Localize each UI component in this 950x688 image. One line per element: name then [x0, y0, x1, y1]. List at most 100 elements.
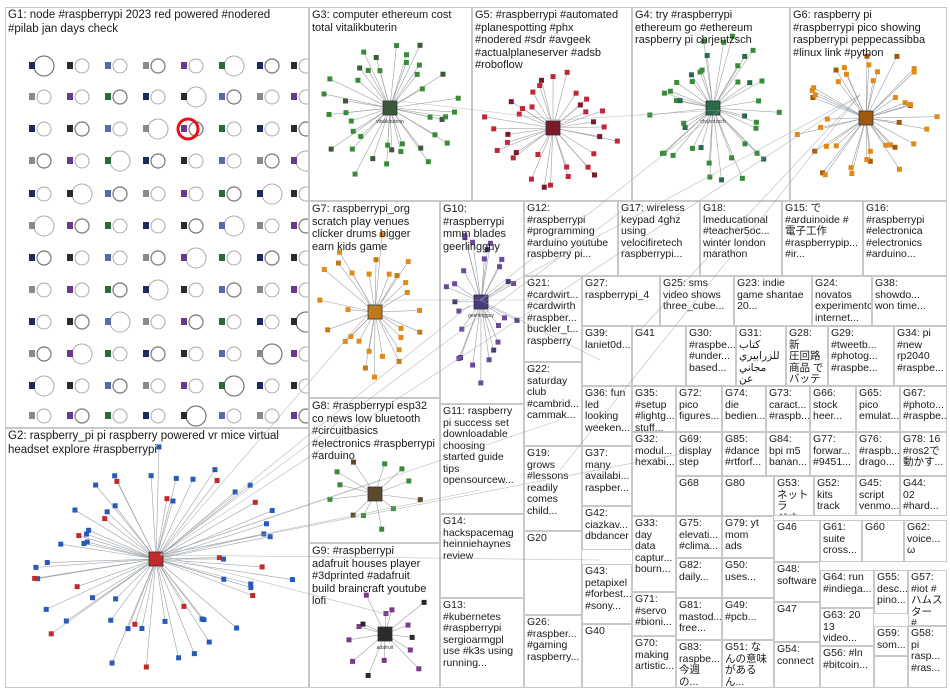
node — [443, 284, 449, 290]
edge — [815, 94, 867, 119]
g1-node — [71, 343, 93, 365]
node — [427, 114, 433, 120]
group-g1: G1: node #raspberrypi 2023 red powered #… — [5, 7, 309, 428]
node — [491, 347, 497, 353]
group-g22-label: G22: saturday club #cambrid... cammak... — [527, 363, 579, 421]
edge — [60, 543, 157, 560]
group-g55-label: G55: desc... pino... — [877, 571, 908, 606]
edge — [78, 535, 157, 560]
node — [812, 92, 818, 98]
group-g35-label: G35: #setup #lightg... stuff... — [635, 387, 675, 432]
g1-node — [261, 183, 283, 205]
g1-node-avatar — [67, 190, 73, 197]
group-g83: G83: raspbe... 今週の... — [676, 640, 722, 688]
hub-node — [382, 100, 398, 116]
g1-node — [223, 215, 245, 237]
node — [252, 499, 258, 505]
edge — [155, 479, 194, 560]
g1-node-avatar — [219, 254, 225, 261]
node — [754, 150, 760, 156]
group-g70: G70: making artistic... — [632, 636, 676, 688]
group-g25-label: G25: sms video shows three_cube... — [663, 277, 725, 312]
g1-node — [112, 346, 128, 362]
g1-node — [298, 282, 308, 298]
node — [896, 119, 902, 125]
node — [269, 508, 275, 514]
node — [833, 143, 839, 149]
node — [173, 475, 179, 481]
node — [113, 596, 119, 602]
edge — [86, 533, 157, 560]
edge — [111, 558, 157, 664]
group-g21-label: G21: #cardwirt... #cardwirth #raspber...… — [527, 277, 579, 347]
node — [911, 141, 917, 147]
g1-node-avatar — [181, 412, 187, 419]
group-g19: G19: grows #lessons readily comes child.… — [524, 446, 582, 531]
node — [761, 156, 767, 162]
node — [495, 339, 501, 345]
edge — [493, 127, 554, 130]
g3-network: vitalikbuterin — [321, 42, 461, 177]
group-g17: G17: wireless keypad 4ghz using velocifi… — [618, 201, 700, 276]
group-g71-label: G71: #servo #bioni... — [635, 593, 672, 628]
node — [377, 68, 383, 74]
g1-node-avatar — [181, 125, 187, 132]
node — [93, 482, 99, 488]
node — [505, 279, 511, 285]
g1-node-avatar — [291, 190, 297, 197]
group-g32-label: G32: modul... hexabi... — [635, 433, 675, 468]
node — [425, 159, 431, 165]
group-g9: adafruit G9: #raspberrypi adafruit house… — [309, 543, 440, 688]
node — [753, 119, 759, 125]
group-g8-label: G8: #raspberrypi esp32 co news low bluet… — [312, 400, 435, 462]
group-g61: G61: suite cross... — [820, 520, 862, 562]
g1-node — [298, 121, 308, 137]
edge — [155, 558, 210, 643]
node — [108, 617, 114, 623]
g1-node — [298, 58, 308, 74]
group-g3: vitalikbuterin G3: computer ethereum cos… — [309, 7, 472, 201]
group-g59-label: G59: som... — [877, 627, 906, 651]
node — [404, 52, 410, 58]
g1-node-avatar — [67, 93, 73, 100]
node — [35, 576, 41, 582]
node — [870, 78, 876, 84]
group-g81-label: G81: mastod... free... — [679, 599, 722, 634]
g1-node-avatar — [291, 318, 297, 325]
g1-node-avatar — [219, 190, 225, 197]
g1-node — [226, 153, 242, 169]
g1-node-avatar — [143, 254, 149, 261]
node — [456, 356, 462, 362]
g1-node-avatar — [291, 350, 297, 357]
node — [44, 560, 50, 566]
g1-node-avatar — [291, 254, 297, 261]
group-g31: G31: كتاب للزرابيري مجاني عن codingki... — [736, 326, 786, 386]
node — [739, 175, 745, 181]
hub-node — [148, 551, 164, 567]
edge — [323, 93, 391, 109]
node — [373, 257, 379, 263]
g1-node-avatar — [29, 190, 35, 197]
node — [577, 102, 583, 108]
edge — [134, 558, 157, 625]
group-g15: G15: で #arduinoide # 電子工作 #raspberrypip.… — [782, 201, 863, 276]
node — [348, 118, 354, 124]
node — [564, 164, 570, 170]
node — [404, 289, 410, 295]
group-g48-label: G48: software — [777, 563, 817, 587]
edge — [155, 558, 195, 654]
edge — [497, 127, 554, 151]
g1-node-avatar — [219, 382, 225, 389]
node — [614, 138, 620, 144]
group-g65-label: G65: pico emulat... — [859, 387, 900, 422]
edge — [850, 117, 867, 168]
node — [747, 80, 753, 86]
g1-node-avatar — [143, 125, 149, 132]
group-g60-label: G60 — [865, 521, 885, 533]
node — [352, 171, 358, 177]
node — [346, 637, 352, 643]
node — [416, 62, 422, 68]
g1-node — [33, 215, 55, 237]
node — [112, 503, 118, 509]
g1-node — [109, 150, 131, 172]
